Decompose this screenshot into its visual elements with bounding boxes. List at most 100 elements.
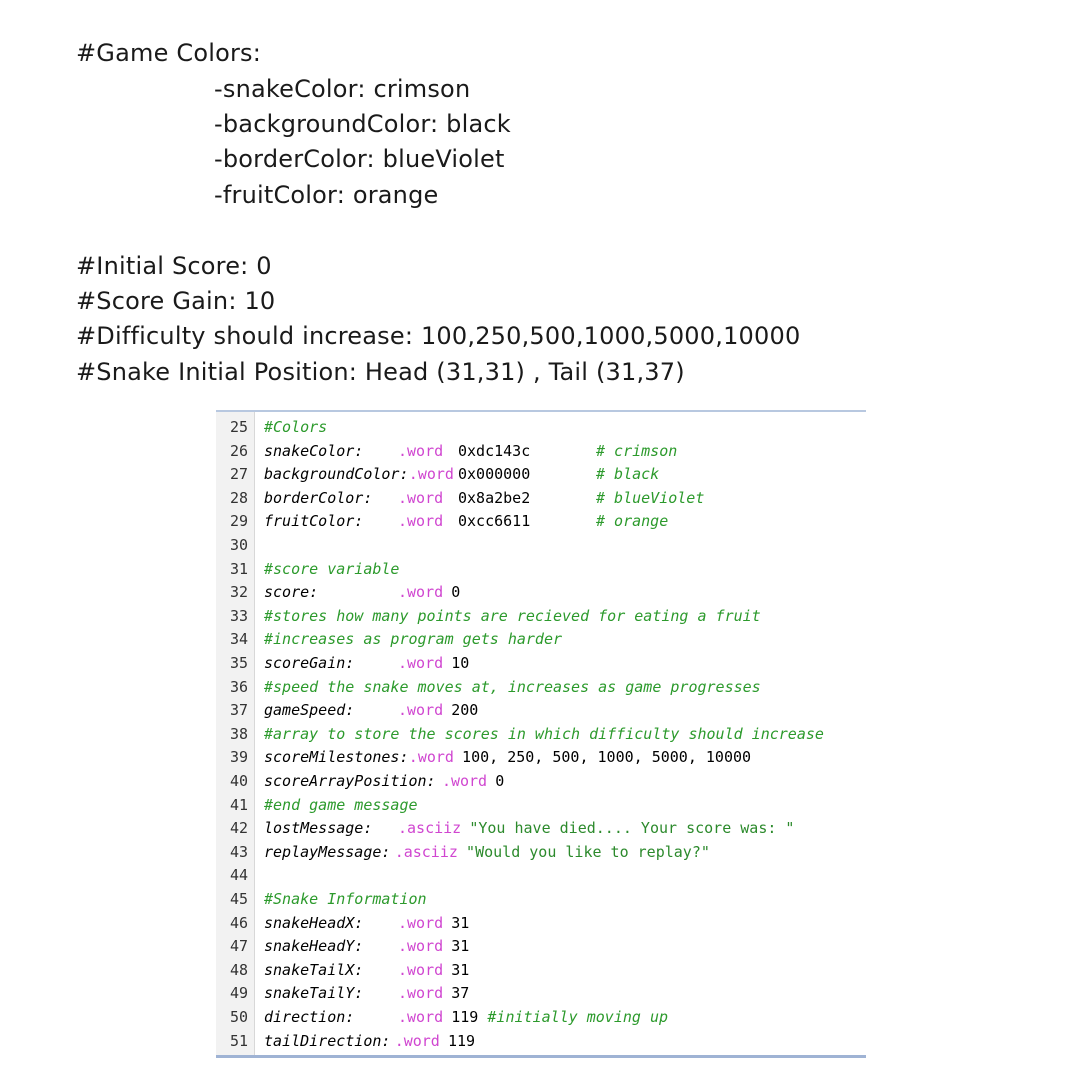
code-directive: .asciiz	[394, 842, 458, 861]
code-directive: .word	[398, 583, 444, 602]
code-value: 0	[495, 772, 505, 790]
code-value: 100, 250, 500, 1000, 5000, 10000	[462, 748, 752, 767]
line-number: 37	[229, 701, 248, 720]
code-string: "Would you like to replay?"	[466, 842, 710, 861]
line-number: 49	[229, 984, 248, 1003]
code-line: 44	[216, 864, 866, 888]
line-number: 28	[229, 488, 248, 507]
code-directive: .word	[394, 1031, 440, 1050]
code-label: scoreArrayPosition:	[264, 772, 436, 790]
code-label: replayMessage:	[264, 842, 391, 861]
code-value: 0x8a2be2	[458, 488, 531, 507]
code-line: 31 #score variable	[216, 558, 866, 582]
line-number: 47	[229, 937, 248, 956]
code-label: snakeColor:	[264, 441, 364, 460]
code-trailing-comment: # blueViolet	[596, 488, 705, 507]
code-label: snakeHeadX:	[264, 913, 364, 932]
line-number: 46	[229, 913, 248, 932]
code-comment: #end game message	[264, 795, 418, 814]
color-item-border: -borderColor: blueViolet	[214, 145, 505, 173]
line-number-gutter	[216, 412, 255, 1055]
code-comment: #stores how many points are recieved for…	[264, 606, 761, 625]
code-value: 0x000000	[458, 465, 531, 484]
code-label: borderColor:	[264, 488, 373, 507]
code-comment: #score variable	[264, 559, 400, 578]
code-line: 34#increases as program gets harder	[216, 628, 866, 652]
code-directive: .word	[408, 465, 454, 484]
code-directive: .word	[398, 512, 444, 531]
line-number: 43	[229, 842, 248, 861]
line-number: 35	[229, 654, 248, 672]
code-directive: .word	[398, 1008, 444, 1026]
code-string: "You have died.... Your score was: "	[469, 819, 795, 838]
line-number: 25	[229, 418, 248, 436]
initial-score-note: #Initial Score: 0	[76, 252, 272, 280]
code-value: 37	[451, 984, 470, 1003]
code-label: backgroundColor:	[264, 465, 409, 484]
line-number: 34	[229, 630, 248, 649]
code-value: 119	[447, 1031, 476, 1050]
code-directive: .word	[441, 772, 488, 790]
color-item-background: -backgroundColor: black	[214, 110, 511, 138]
line-number: 31	[229, 559, 248, 578]
line-number: 45	[229, 890, 248, 908]
code-value: 31	[451, 913, 470, 932]
code-label: gameSpeed:	[264, 701, 355, 720]
code-directive: .word	[398, 984, 444, 1003]
line-number: 50	[229, 1008, 248, 1026]
line-number: 51	[229, 1031, 248, 1050]
code-directive: .word	[408, 748, 454, 767]
code-line: 25 #Colors	[216, 416, 866, 440]
code-line: 41#end game message	[216, 794, 866, 818]
code-label: direction:	[264, 1008, 355, 1026]
code-line: 37 gameSpeed: .word 200	[216, 699, 866, 723]
code-label: score:	[264, 583, 319, 602]
code-trailing-comment: # crimson	[596, 441, 678, 460]
code-line: 38#array to store the scores in which di…	[216, 723, 866, 747]
code-value: 200	[451, 701, 479, 720]
code-trailing-comment: # orange	[596, 512, 669, 531]
line-number: 44	[229, 866, 248, 885]
initial-position-note: #Snake Initial Position: Head (31,31) , …	[76, 358, 685, 386]
code-directive: .word	[398, 913, 444, 932]
color-item-snake: -snakeColor: crimson	[214, 75, 471, 103]
code-directive: .word	[398, 701, 444, 720]
code-line: 33 #stores how many points are recieved f…	[216, 605, 866, 629]
code-value: 0xdc143c	[458, 441, 531, 460]
line-number: 27	[229, 465, 248, 484]
code-comment: #Colors	[264, 418, 328, 436]
code-line: 46 snakeHeadX: .word 31	[216, 912, 866, 936]
color-item-fruit: -fruitColor: orange	[214, 181, 439, 209]
line-number: 36	[229, 677, 248, 696]
code-directive: .word	[398, 654, 444, 672]
code-trailing-comment: #initially moving up	[487, 1008, 669, 1026]
line-number: 26	[229, 441, 248, 460]
code-line: 43 replayMessage:.asciiz "Would you like t…	[216, 841, 866, 865]
line-number: 33	[229, 606, 248, 625]
code-label: fruitColor:	[264, 512, 364, 531]
code-line: 30	[216, 534, 866, 558]
line-number: 29	[229, 512, 248, 531]
code-label: snakeTailX:	[264, 960, 364, 979]
code-directive: .word	[398, 937, 444, 956]
difficulty-note: #Difficulty should increase: 100,250,500…	[76, 322, 801, 350]
line-number: 39	[229, 748, 248, 767]
code-line: 36 #speed the snake moves at, increases a…	[216, 676, 866, 700]
code-comment: #speed the snake moves at, increases as …	[264, 677, 761, 696]
code-value: 0xcc6611	[458, 512, 531, 531]
line-number: 48	[229, 960, 248, 979]
code-value: 31	[451, 937, 470, 956]
